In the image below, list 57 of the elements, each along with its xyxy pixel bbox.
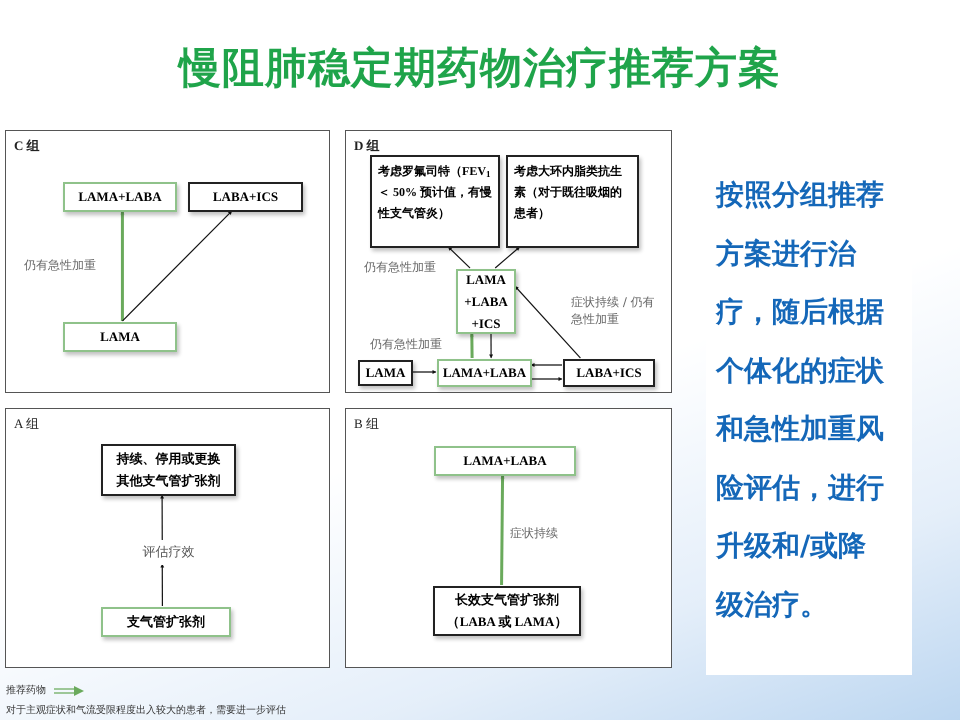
- group-panel: [345, 408, 672, 668]
- node-text: 考虑罗氟司特（FEV$_{1}$ ＜ 50% 预计值，有慢性支气管炎）: [376, 163, 493, 222]
- group-heading: D 组: [354, 137, 380, 155]
- arrow: [531, 377, 562, 381]
- group-panel: [345, 130, 672, 393]
- edge-label: 仍有急性加重: [370, 336, 443, 353]
- option-box: [563, 359, 655, 387]
- node-text: LAMA+LABA: [442, 364, 528, 382]
- node-text: 长效支气管扩张剂（LABA 或 LAMA）: [446, 591, 568, 631]
- node-text: LAMA +LABA +ICS: [463, 270, 509, 332]
- arrow: [500, 474, 505, 586]
- node-text: 按照分组推荐方案进行治疗，随后根据个体化的症状和急性加重风险评估，进行升级和/或降级治疗。: [716, 177, 885, 622]
- group-panel: [5, 408, 330, 668]
- option-box: [506, 155, 639, 248]
- group-heading: B 组: [354, 415, 379, 433]
- option-box: [101, 444, 236, 496]
- arrow: [122, 210, 232, 322]
- group-heading: C 组: [14, 137, 40, 155]
- arrow: [160, 564, 164, 606]
- edge-label: 症状持续 / 仍有急性加重: [571, 294, 656, 328]
- arrow: [530, 363, 562, 367]
- node-text: LAMA+LABA: [77, 188, 163, 206]
- node-text: LAMA: [99, 328, 141, 346]
- arrow: [448, 246, 470, 268]
- group-heading: A 组: [14, 415, 39, 433]
- option-box: [188, 182, 303, 212]
- node-text: LABA+ICS: [212, 188, 280, 206]
- group-panel: [5, 130, 330, 393]
- arrow: [494, 246, 520, 268]
- edge-label: 仍有急性加重: [364, 259, 437, 276]
- drug-box: [63, 322, 177, 352]
- option-box: [433, 586, 581, 636]
- arrow: [120, 210, 124, 321]
- drug-box: [101, 607, 231, 637]
- arrow: [412, 370, 436, 374]
- drug-box: [63, 182, 177, 212]
- option-box: [370, 155, 500, 248]
- node-text: 评估疗效: [142, 544, 194, 562]
- node-text: LABA+ICS: [575, 364, 643, 382]
- node-text: LAMA: [364, 364, 406, 382]
- arrow: [160, 494, 164, 540]
- drug-box: [456, 269, 516, 334]
- node-text: LAMA+LABA: [462, 452, 548, 470]
- drug-box: [437, 359, 532, 387]
- node-text: 支气管扩张剂: [126, 613, 206, 631]
- node-text: 考虑大环内脂类抗生素（对于既往吸烟的患者）: [512, 163, 623, 222]
- arrow: [514, 286, 581, 358]
- edge-label: 症状持续: [510, 525, 559, 542]
- slide-title: 慢阻肺稳定期药物治疗推荐方案: [176, 42, 782, 94]
- arrow: [489, 333, 494, 358]
- node-text: 持续、停用或更换其他支气管扩张剂: [115, 450, 222, 490]
- footnote: 对于主观症状和气流受限程度出入较大的患者，需要进一步评估: [6, 704, 286, 718]
- edge-label: 仍有急性加重: [24, 257, 97, 274]
- option-box: [358, 360, 413, 386]
- legend-text: 推荐药物: [6, 684, 46, 698]
- drug-box: [434, 446, 576, 476]
- arrow: [470, 332, 474, 358]
